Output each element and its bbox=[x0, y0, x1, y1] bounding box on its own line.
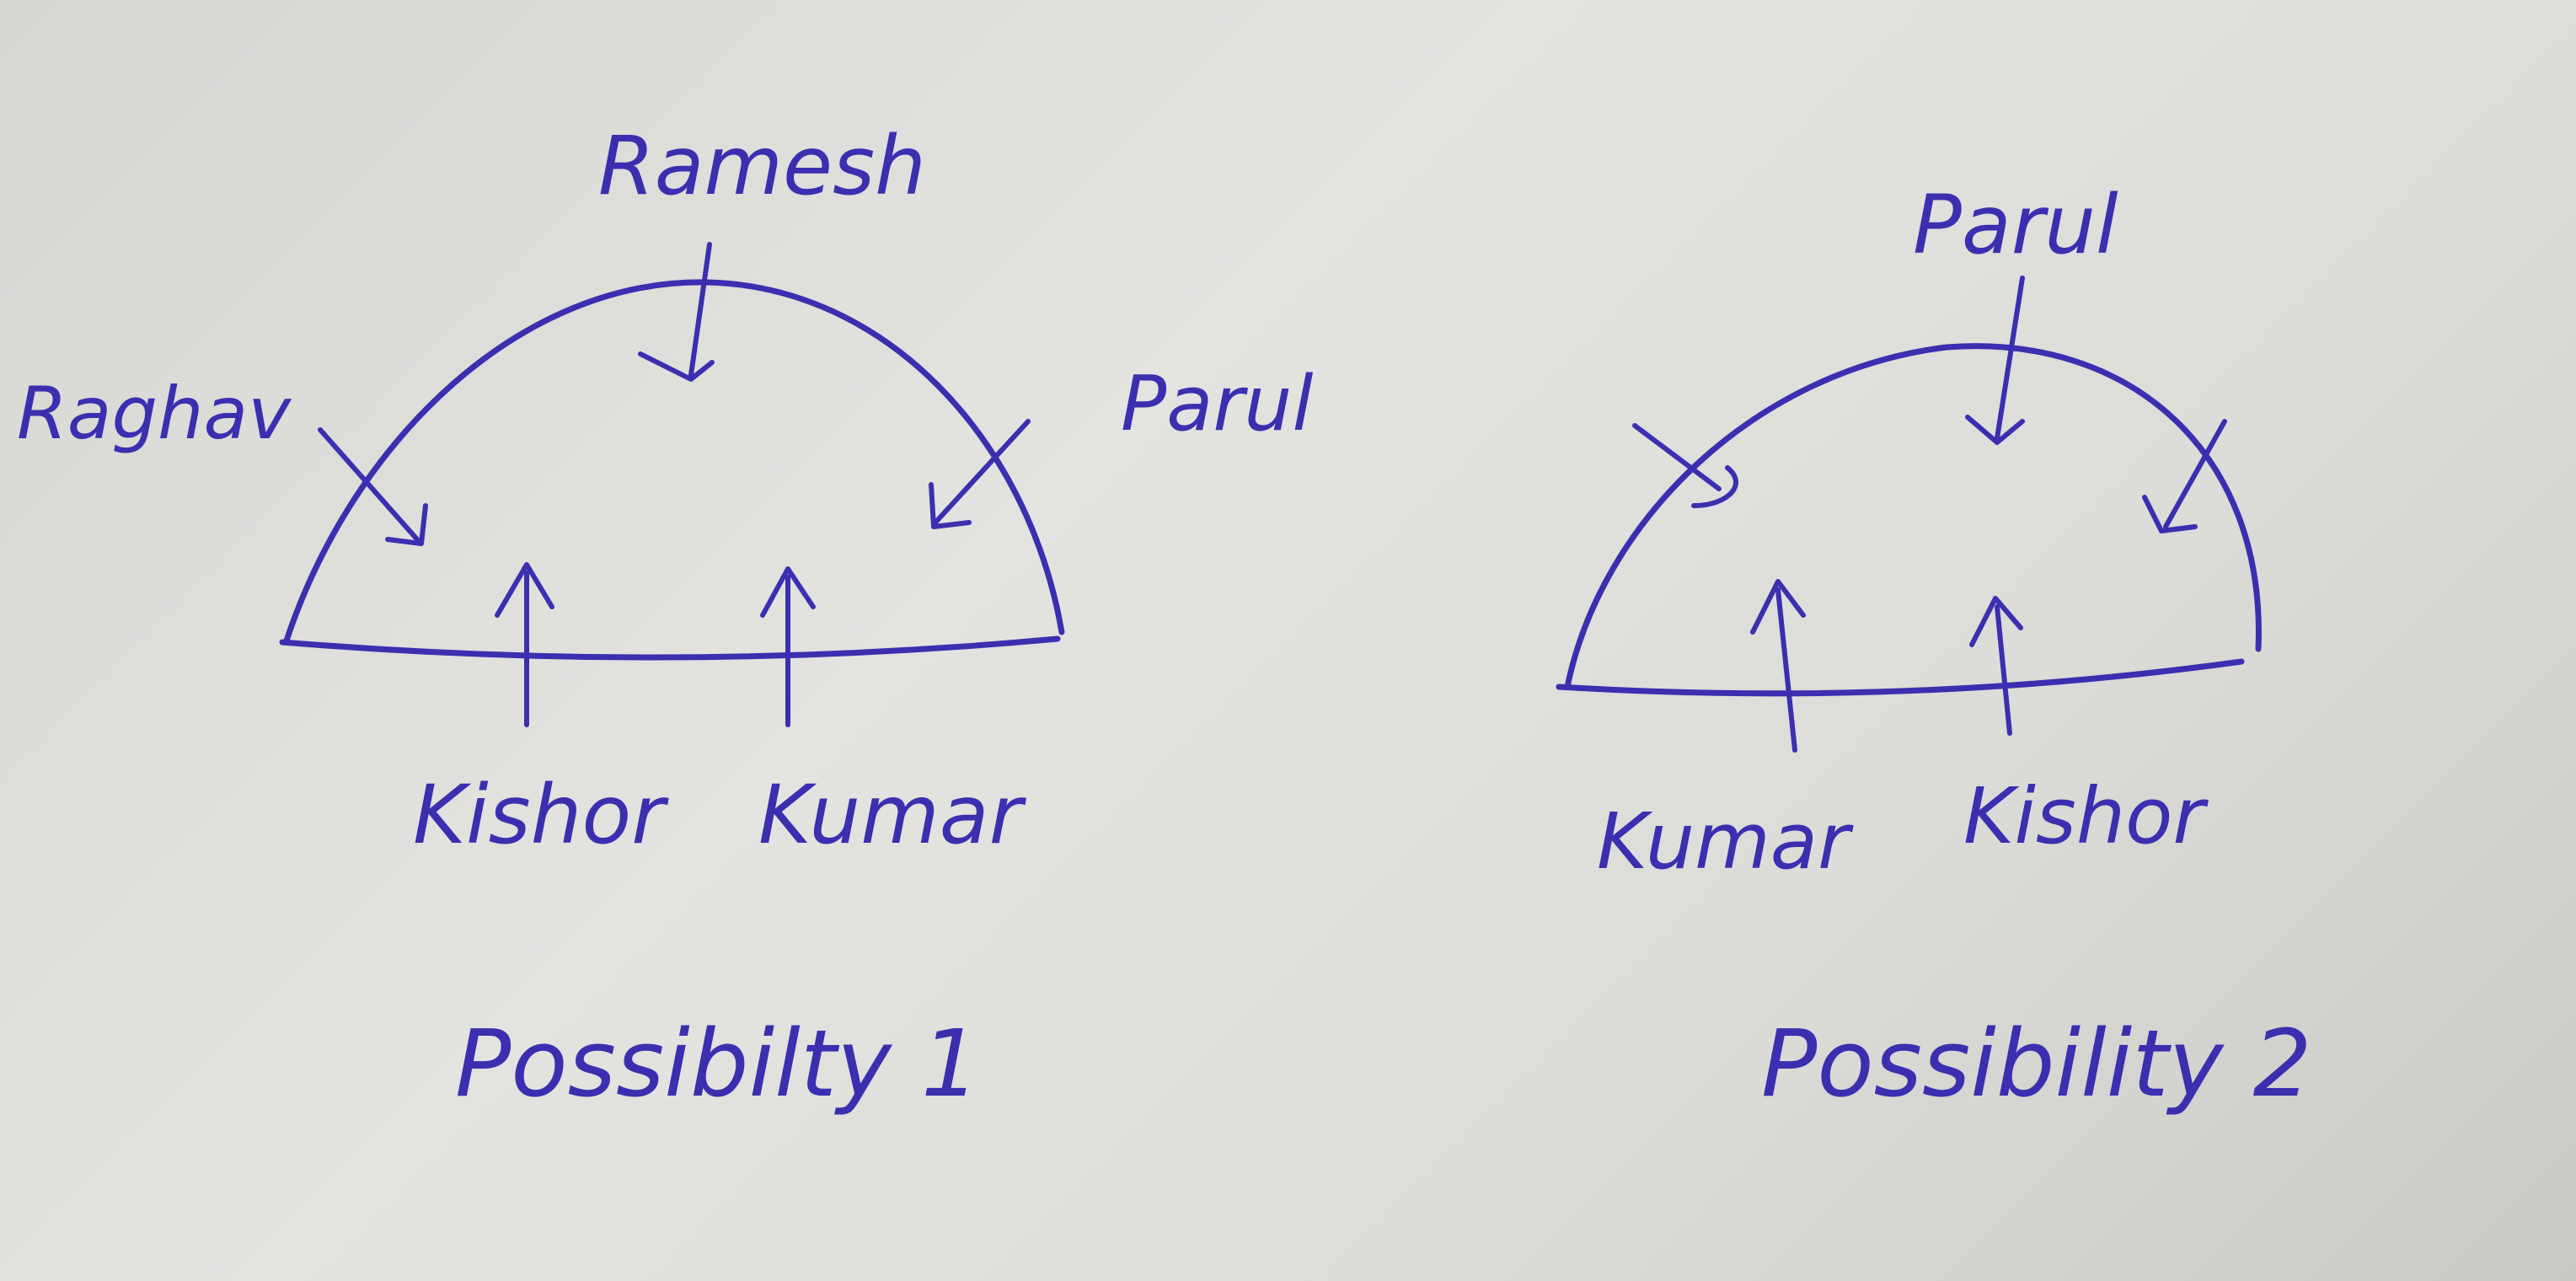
seat-bottom-left-label: Kishor bbox=[413, 768, 669, 862]
arrow-left bbox=[1632, 423, 1738, 508]
diagram-2: Parul Kumar Kishor Possibility 2 bbox=[1556, 178, 2312, 1118]
arrow-right bbox=[929, 419, 1031, 529]
diagram-1: Ramesh Raghav Parul Kishor Kumar Possibi… bbox=[17, 119, 1313, 1118]
arrow-bottom-right bbox=[1969, 596, 2023, 736]
table-outline bbox=[283, 279, 1065, 644]
arrow-bottom-left bbox=[495, 562, 554, 727]
arrow-bottom-left bbox=[1750, 579, 1806, 753]
arrow-top bbox=[1965, 276, 2025, 445]
seat-bottom-right-label: Kumar bbox=[758, 768, 1027, 862]
diagram-title: Possibilty 1 bbox=[455, 1010, 980, 1118]
arrow-right bbox=[2142, 419, 2227, 533]
seat-top-label: Ramesh bbox=[598, 119, 926, 213]
table-base bbox=[279, 635, 1061, 661]
seat-right-label: Parul bbox=[1121, 360, 1313, 448]
table-outline bbox=[1564, 343, 2262, 690]
arrow-left bbox=[318, 427, 428, 546]
seat-bottom-left-label: Kumar bbox=[1597, 796, 1854, 887]
arrow-top bbox=[638, 242, 715, 382]
seat-top-label: Parul bbox=[1913, 178, 2118, 272]
seat-left-label: Raghav bbox=[17, 372, 292, 456]
seat-bottom-right-label: Kishor bbox=[1963, 771, 2209, 861]
table-base bbox=[1556, 658, 2245, 697]
diagram-title: Possibility 2 bbox=[1761, 1010, 2312, 1118]
arrow-bottom-right bbox=[760, 566, 816, 727]
